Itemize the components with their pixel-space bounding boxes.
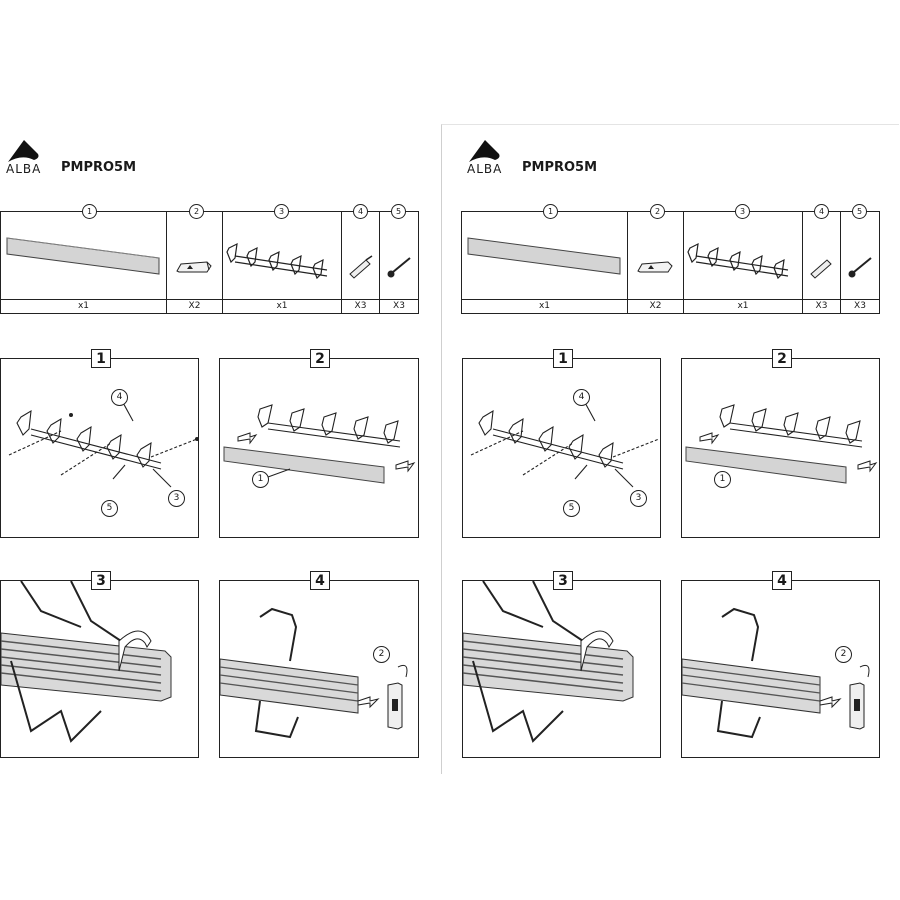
step-1-callout-5: 5 [563, 500, 580, 517]
part-number-2: 2 [650, 204, 665, 219]
step-1-panel: 1 4 5 3 [0, 349, 199, 538]
step-1-number: 1 [553, 349, 573, 368]
part-cell-1 [461, 211, 628, 300]
part-quantity-1: x1 [461, 299, 628, 314]
step-3-number: 3 [91, 571, 111, 590]
brand-logo: ALBA [465, 138, 515, 176]
part-quantity-4: X3 [342, 299, 380, 314]
rail-icon [6, 237, 160, 275]
part-number-3: 3 [735, 204, 750, 219]
part-number-5: 5 [391, 204, 406, 219]
wall-plug-icon [810, 259, 832, 279]
part-cell-5 [841, 211, 880, 300]
part-cell-3 [223, 211, 342, 300]
brand-logo: ALBA [4, 138, 54, 176]
part-quantity-5: X3 [380, 299, 419, 314]
logo-text: ALBA [467, 162, 503, 176]
step-1-callout-3: 3 [630, 490, 647, 507]
part-number-5: 5 [852, 204, 867, 219]
step-1-illustration [470, 398, 660, 488]
part-cell-1 [0, 211, 167, 300]
part-quantity-2: X2 [167, 299, 223, 314]
step-1-callout-3: 3 [168, 490, 185, 507]
step-3-number: 3 [553, 571, 573, 590]
step-4-panel: 4 2 [219, 571, 419, 758]
part-cell-2 [167, 211, 223, 300]
step-2-number: 2 [310, 349, 330, 368]
step-3-illustration [463, 581, 634, 743]
product-code: PMPRO5M [61, 160, 137, 175]
step-4-callout-2: 2 [835, 646, 852, 663]
step-4-illustration [220, 607, 408, 739]
step-3-illustration [1, 581, 172, 743]
part-number-1: 1 [543, 204, 558, 219]
step-4-callout-2: 2 [373, 646, 390, 663]
step-2-illustration [685, 404, 878, 484]
end-cap-icon [176, 261, 212, 273]
logo-text: ALBA [6, 162, 42, 176]
instruction-sheet-right: ALBA PMPRO5M [441, 0, 891, 900]
parts-table: 1 2 3 4 5 x1 X2 x1 X3 X3 [461, 204, 880, 314]
part-quantity-1: x1 [0, 299, 167, 314]
end-cap-icon [637, 261, 673, 273]
part-number-1: 1 [82, 204, 97, 219]
step-2-callout-1: 1 [252, 471, 269, 488]
part-quantity-4: X3 [803, 299, 841, 314]
wall-plug-icon [349, 255, 373, 279]
part-cell-4 [342, 211, 380, 300]
part-cell-2 [628, 211, 684, 300]
part-quantity-2: X2 [628, 299, 684, 314]
hook-rack-icon [226, 242, 328, 280]
step-1-callout-4: 4 [573, 389, 590, 406]
right-sheet-border [441, 124, 899, 774]
step-4-number: 4 [772, 571, 792, 590]
step-3-panel: 3 [0, 571, 199, 758]
alba-logo-icon [469, 140, 500, 162]
step-3-panel: 3 [462, 571, 661, 758]
step-2-panel: 2 1 [219, 349, 419, 538]
part-quantity-3: x1 [684, 299, 803, 314]
step-4-number: 4 [310, 571, 330, 590]
step-1-callout-4: 4 [111, 389, 128, 406]
instruction-sheet-left: ALBA PMPRO5M [0, 138, 419, 758]
part-number-4: 4 [353, 204, 368, 219]
step-1-illustration [8, 398, 198, 488]
rail-icon [467, 237, 621, 275]
step-1-callout-5: 5 [101, 500, 118, 517]
part-number-2: 2 [189, 204, 204, 219]
part-cell-5 [380, 211, 419, 300]
step-4-panel: 4 2 [681, 571, 880, 758]
alba-logo-icon [8, 140, 39, 162]
step-2-number: 2 [772, 349, 792, 368]
step-2-illustration [223, 404, 416, 484]
step-1-panel: 1 4 5 3 [462, 349, 661, 538]
part-quantity-3: x1 [223, 299, 342, 314]
step-4-illustration [682, 607, 870, 739]
part-cell-4 [803, 211, 841, 300]
part-quantity-5: X3 [841, 299, 880, 314]
part-number-3: 3 [274, 204, 289, 219]
step-1-number: 1 [91, 349, 111, 368]
part-number-4: 4 [814, 204, 829, 219]
hook-rack-icon [687, 242, 789, 280]
part-cell-3 [684, 211, 803, 300]
step-2-panel: 2 1 [681, 349, 880, 538]
screw-icon [848, 257, 872, 278]
screw-icon [387, 257, 411, 278]
product-code: PMPRO5M [522, 160, 598, 175]
parts-table: 1 2 3 4 5 x1 X2 x1 X3 X3 [0, 204, 419, 314]
step-2-callout-1: 1 [714, 471, 731, 488]
